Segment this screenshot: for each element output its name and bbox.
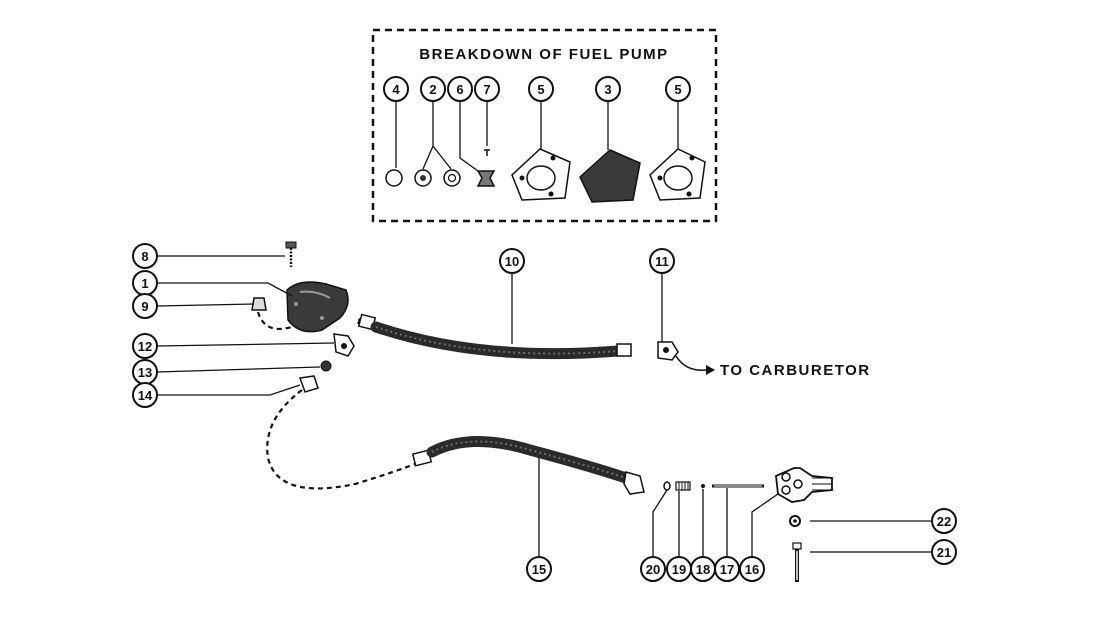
svg-text:8: 8 xyxy=(141,249,148,264)
svg-text:10: 10 xyxy=(505,254,519,269)
part-13-washer xyxy=(320,360,332,372)
part-5-gasket-left-bolt-b xyxy=(519,175,525,181)
callout-5-right: 5 xyxy=(665,76,691,102)
callout-13: 13 xyxy=(132,359,158,385)
part-3-diaphragm xyxy=(579,149,641,203)
part-21-bolt xyxy=(792,542,802,582)
part-20-seal xyxy=(663,481,671,491)
callout-15: 15 xyxy=(526,556,552,582)
callout-11: 11 xyxy=(649,248,675,274)
svg-text:13: 13 xyxy=(138,365,152,380)
svg-text:18: 18 xyxy=(696,562,710,577)
to-carburetor-label: TO CARBURETOR xyxy=(720,362,871,379)
part-10-fuel-hose xyxy=(357,313,632,360)
part-19-spring xyxy=(675,481,691,491)
inset-border xyxy=(371,28,718,223)
svg-text:1: 1 xyxy=(141,276,148,291)
callout-5-left: 5 xyxy=(528,76,554,102)
callout-4: 4 xyxy=(383,76,409,102)
part-5-gasket-right-bolt-c xyxy=(686,191,692,197)
callout-6: 6 xyxy=(447,76,473,102)
part-5-gasket-right-bolt-b xyxy=(657,175,663,181)
part-15-fuel-hose xyxy=(411,435,645,495)
callout-3: 3 xyxy=(595,76,621,102)
part-4-disc xyxy=(385,169,403,187)
part-1-fuel-pump xyxy=(286,281,349,333)
svg-text:15: 15 xyxy=(532,562,546,577)
svg-text:12: 12 xyxy=(138,339,152,354)
callout-18: 18 xyxy=(690,556,716,582)
svg-text:22: 22 xyxy=(937,514,951,529)
part-5-gasket-right-hole xyxy=(663,165,693,191)
part-8-screw xyxy=(285,241,297,267)
part-18-ball xyxy=(701,484,705,488)
svg-text:11: 11 xyxy=(655,254,669,269)
svg-text:16: 16 xyxy=(745,562,759,577)
fuel-system-assembly: TO CARBURETOR xyxy=(156,241,931,582)
part-16-valve-body xyxy=(775,467,833,503)
svg-text:19: 19 xyxy=(672,562,686,577)
part-11-fitting xyxy=(657,341,679,361)
callout-20: 20 xyxy=(640,556,666,582)
svg-text:4: 4 xyxy=(392,82,400,97)
part-5-gasket-left-bolt-a xyxy=(550,155,556,161)
part-14-fitting xyxy=(298,375,319,393)
pump-vent-line xyxy=(256,311,296,330)
inset-title: BREAKDOWN OF FUEL PUMP xyxy=(419,46,668,63)
svg-text:20: 20 xyxy=(646,562,660,577)
part-22-washer-hole xyxy=(793,519,797,523)
to-carburetor-arrow xyxy=(675,355,707,371)
fuel-supply-line xyxy=(266,389,421,490)
callout-10: 10 xyxy=(499,248,525,274)
svg-text:2: 2 xyxy=(429,82,436,97)
to-carburetor-arrowhead xyxy=(706,365,715,375)
callout-2: 2 xyxy=(420,76,446,102)
svg-text:14: 14 xyxy=(138,388,153,403)
part-5-gasket-left-bolt-c xyxy=(548,191,554,197)
svg-text:9: 9 xyxy=(141,299,148,314)
part-5-gasket-left-hole xyxy=(526,165,556,191)
callout-8: 8 xyxy=(132,243,158,269)
callout-7: 7 xyxy=(474,76,500,102)
callout-22: 22 xyxy=(931,508,957,534)
callout-17: 17 xyxy=(714,556,740,582)
svg-text:6: 6 xyxy=(456,82,463,97)
part-6-retainer xyxy=(476,170,496,187)
fuel-pump-breakdown-inset: BREAKDOWN OF FUEL PUMP xyxy=(371,28,718,223)
svg-text:5: 5 xyxy=(674,82,681,97)
part-5-gasket-right-bolt-a xyxy=(689,155,695,161)
callout-1: 1 xyxy=(132,270,158,296)
callout-14: 14 xyxy=(132,382,158,408)
part-7-screw xyxy=(484,149,490,156)
callout-21: 21 xyxy=(931,539,957,565)
callout-19: 19 xyxy=(666,556,692,582)
svg-text:5: 5 xyxy=(537,82,544,97)
callout-12: 12 xyxy=(132,333,158,359)
part-2-valve-b-core xyxy=(447,173,457,183)
svg-text:21: 21 xyxy=(937,545,951,560)
svg-text:7: 7 xyxy=(483,82,490,97)
callout-9: 9 xyxy=(132,293,158,319)
svg-text:17: 17 xyxy=(720,562,734,577)
callout-16: 16 xyxy=(739,556,765,582)
part-2-valve-a-core xyxy=(420,175,426,181)
part-9-fitting xyxy=(251,297,267,311)
svg-text:3: 3 xyxy=(604,82,611,97)
part-12-elbow-fitting xyxy=(333,333,355,357)
